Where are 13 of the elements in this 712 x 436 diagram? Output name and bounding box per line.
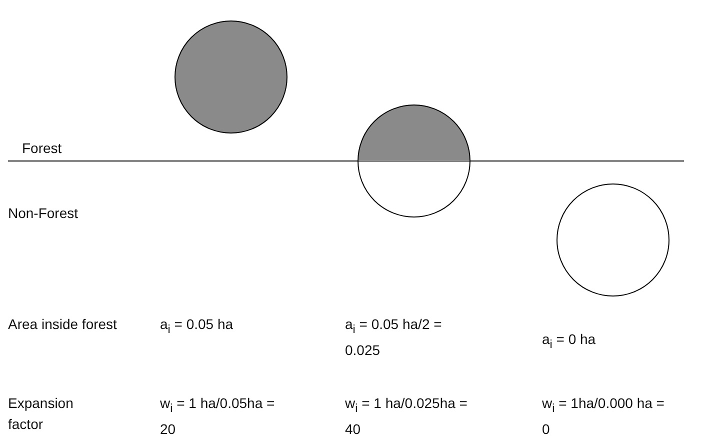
area-value: a$_{i}$ = 0.05 ha/2 = 0.025 <box>345 315 443 360</box>
expansion-value: w$_{i}$ = 1 ha/0.025ha = 40 <box>345 394 468 436</box>
non-forest-plot-circle <box>556 184 670 296</box>
row-label: Area inside forest <box>8 315 118 334</box>
expansion-value: w$_{i}$ = 1 ha/0.05ha = 20 <box>160 394 276 436</box>
expansion-value: w$_{i}$ = 1ha/0.000 ha = 0 <box>542 394 666 436</box>
area-value: a$_{i}$ = 0.05 ha <box>160 315 234 338</box>
boundary-plot-circle <box>358 104 470 218</box>
zone-label: Forest <box>22 139 63 158</box>
zone-label: Non-Forest <box>8 204 80 223</box>
row-label: Expansion factor <box>8 394 74 434</box>
forest-plot-circle <box>174 20 288 134</box>
area-value: a$_{i}$ = 0 ha <box>542 330 597 353</box>
